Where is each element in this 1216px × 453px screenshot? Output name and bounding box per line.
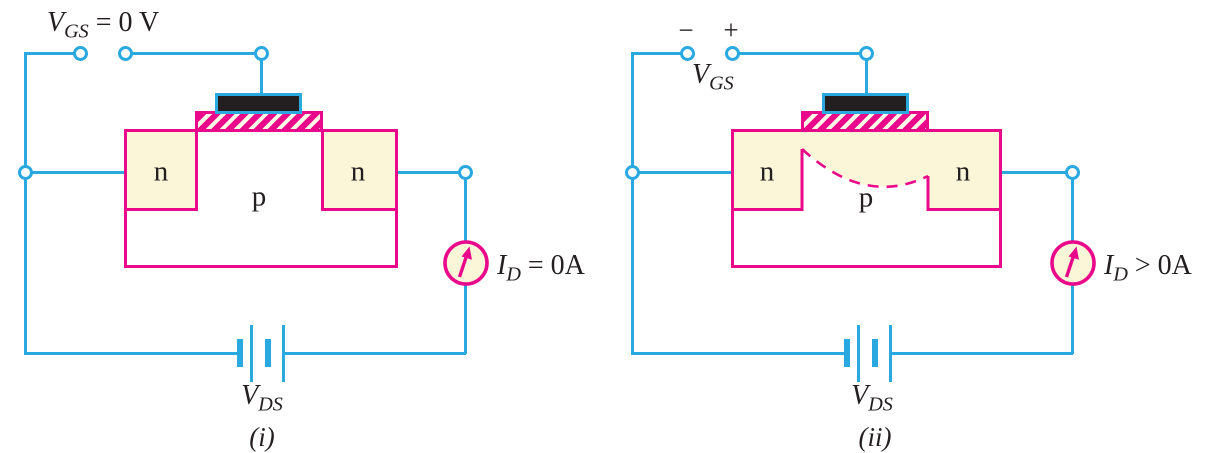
id-subscript: D [1113,263,1128,286]
switch-right-wire [732,51,867,55]
vds-label: VDS [241,380,283,415]
vgs-value: = 0 V [88,7,160,38]
battery-plate-long [889,324,892,382]
switch-terminal [72,45,88,61]
id-value: = 0A [520,250,585,281]
substrate-p-label: p [251,180,267,213]
battery-plate-long [857,324,860,382]
gate-plus-sign: + [723,15,739,45]
id-value: > 0A [1127,250,1192,281]
vgs-label: VGS [692,59,734,94]
bottom-left-wire [24,351,238,355]
battery-plate-short [844,339,850,367]
vds-symbol: V [851,380,869,411]
vds-subscript: DS [868,393,893,416]
gate-minus-sign: − [678,15,694,45]
vgs-symbol: V [692,59,710,90]
switch-terminal [724,45,740,61]
id-subscript: D [506,263,521,286]
gate-oxide-hatch [801,111,929,132]
drain-n-label: n [350,155,366,188]
source-junction-terminal [624,164,640,180]
vgs-label: VGS = 0 V [47,7,160,42]
battery-plate-long [250,324,253,382]
gate-electrode [822,93,909,114]
id-symbol: I [1104,250,1114,281]
battery-plate-short [237,339,243,367]
id-symbol: I [497,250,507,281]
figure-caption-i: (i) [249,422,275,452]
channel-boundary-dashed-curve [801,148,929,188]
drain-wire [396,170,466,174]
battery-plate-long [282,324,285,382]
battery-plate-short [265,339,271,367]
vgs-subscript: GS [709,72,734,95]
vds-label: VDS [851,380,893,415]
left-loop-wire [630,51,634,355]
p-substrate-body-with-channel [731,129,1002,268]
substrate-p-label: p [858,181,874,214]
source-n-region [124,129,198,211]
drain-current-label: ID > 0A [1104,250,1192,285]
gate-wire [259,53,263,96]
drain-n-region [321,129,398,211]
switch-left-wire [24,51,76,55]
induced-n-channel-region [733,131,1000,210]
gate-electrode [215,93,302,114]
switch-terminal [117,45,133,61]
source-wire [632,170,732,174]
vds-symbol: V [241,380,259,411]
vds-subscript: DS [258,393,283,416]
figure-caption-ii: (ii) [858,422,892,452]
source-n-label: n [759,155,775,188]
gate-wire [864,53,868,96]
switch-right-wire [125,51,262,55]
drain-wire [998,170,1073,174]
drain-terminal [1064,164,1080,180]
source-junction-terminal [17,164,33,180]
battery-plate-short [872,339,878,367]
gate-oxide-hatch [195,111,323,132]
ammeter [1050,240,1096,286]
switch-terminal [679,45,695,61]
bottom-right-wire [892,351,1073,355]
source-wire [25,170,125,174]
vgs-symbol: V [47,7,65,38]
source-n-label: n [153,155,169,188]
switch-left-wire [631,51,683,55]
gate-terminal [253,45,269,61]
drain-n-label: n [955,155,971,188]
bottom-left-wire [631,351,845,355]
drain-current-label: ID = 0A [497,250,585,285]
left-loop-wire [23,51,27,355]
bottom-right-wire [285,351,466,355]
vgs-subscript: GS [64,20,89,43]
ammeter [443,240,489,286]
drain-terminal [457,164,473,180]
gate-terminal [858,45,874,61]
